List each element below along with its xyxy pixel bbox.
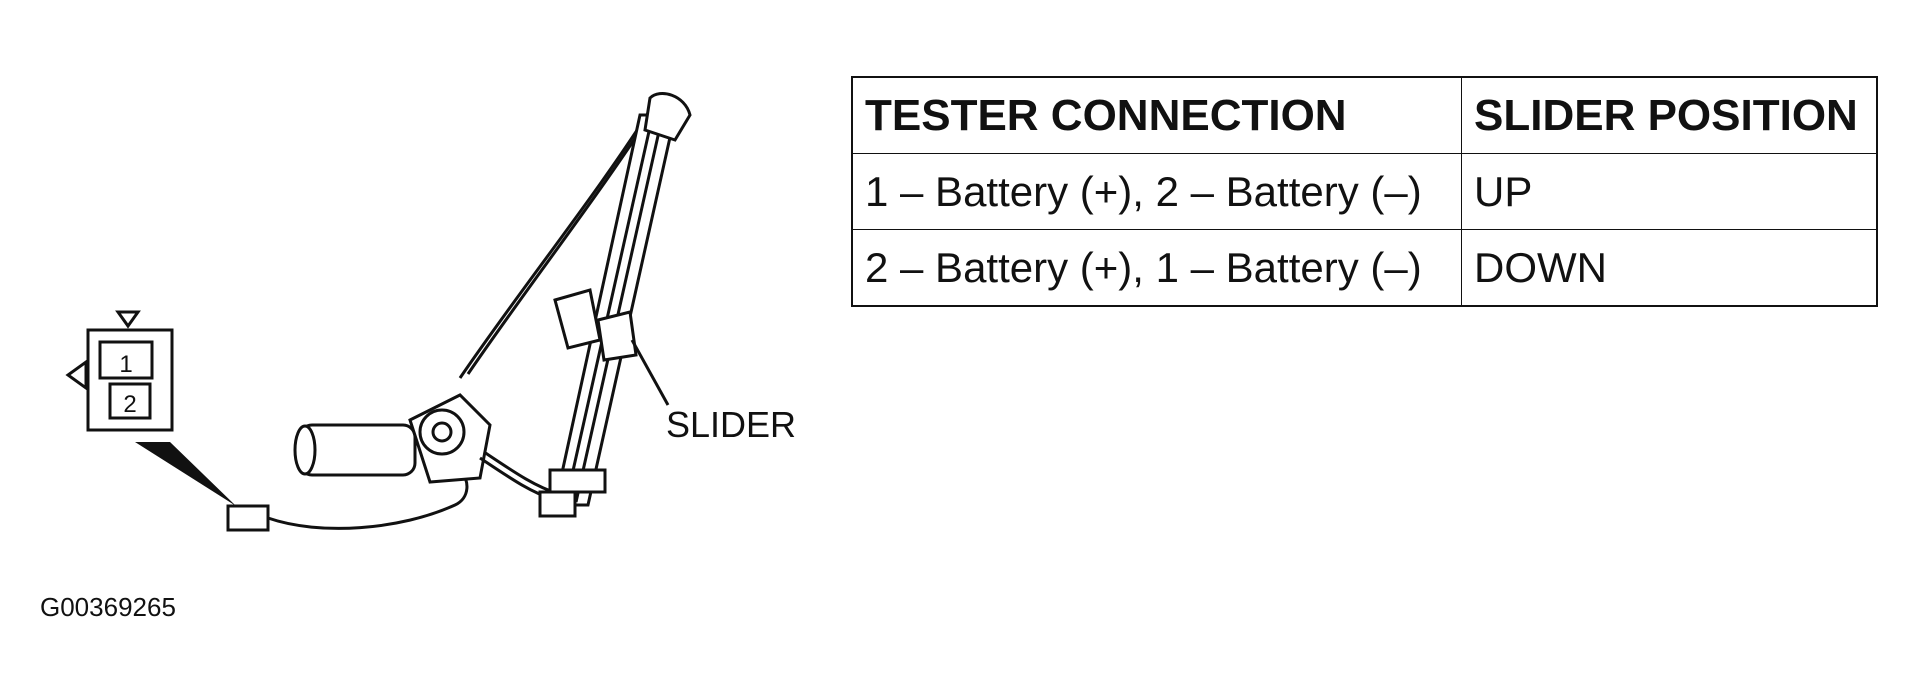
slider-leader-line — [630, 339, 670, 406]
cell-slider-position: DOWN — [1461, 229, 1878, 307]
cell-tester-connection: 2 – Battery (+), 1 – Battery (–) — [851, 229, 1462, 307]
connector-pin-2: 2 — [123, 391, 136, 418]
wire-harness — [226, 468, 469, 532]
figure-id: G00369265 — [40, 592, 176, 622]
tester-connection-table: TESTER CONNECTION SLIDER POSITION 1 – Ba… — [851, 76, 1878, 307]
connector-top-triangle-icon — [115, 310, 141, 329]
cell-tester-connection: 1 – Battery (+), 2 – Battery (–) — [851, 153, 1462, 230]
connector-side-triangle-icon — [65, 359, 88, 391]
cell-slider-position: UP — [1461, 153, 1878, 230]
slider-part — [553, 288, 638, 362]
regulator-motor — [293, 393, 492, 484]
table-header-row: TESTER CONNECTION SLIDER POSITION — [851, 76, 1878, 154]
guide-rail — [538, 92, 692, 518]
connector-pointer-wedge — [135, 442, 236, 506]
table-row: 1 – Battery (+), 2 – Battery (–) UP — [851, 153, 1878, 230]
header-slider-position: SLIDER POSITION — [1461, 76, 1878, 154]
slider-label: SLIDER — [666, 404, 796, 445]
header-tester-connection: TESTER CONNECTION — [851, 76, 1462, 154]
connector-pin-1: 1 — [119, 351, 132, 378]
connector-face-view — [65, 310, 174, 432]
table-row: 2 – Battery (+), 1 – Battery (–) DOWN — [851, 229, 1878, 307]
